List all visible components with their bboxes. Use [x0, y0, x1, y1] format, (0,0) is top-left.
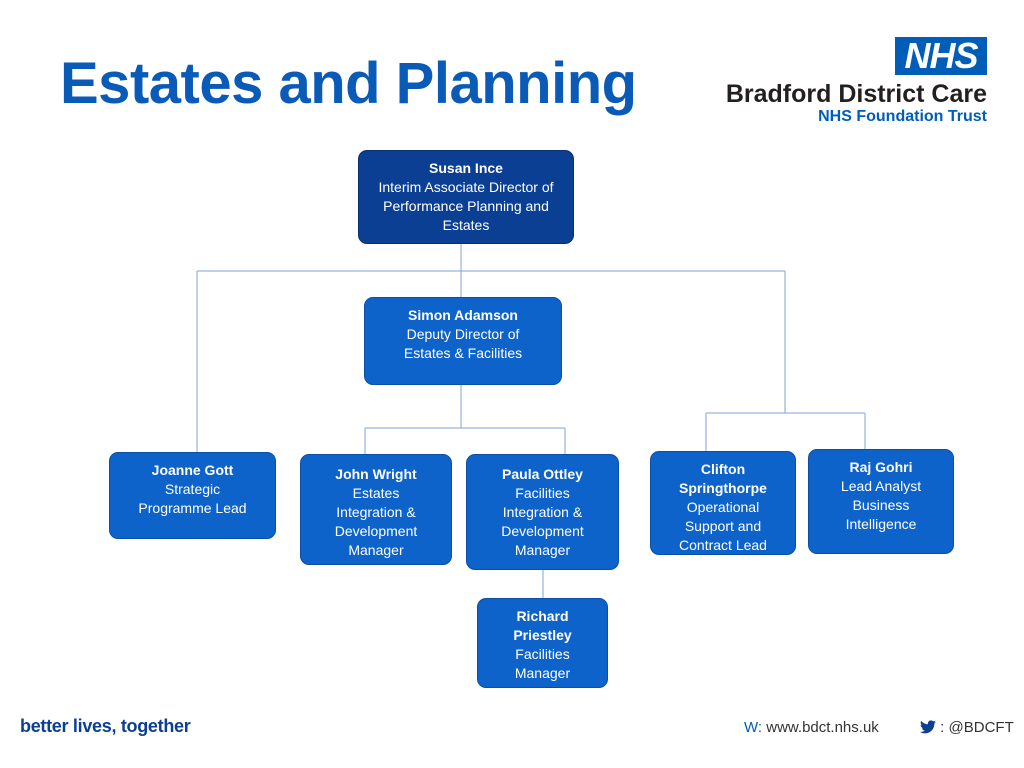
node-role: Interim Associate Director of Performanc… — [378, 179, 554, 233]
website-link[interactable]: www.bdct.nhs.uk — [766, 719, 879, 736]
node-role: Strategic Programme Lead — [138, 481, 247, 516]
org-node-joanne-gott: Joanne Gott Strategic Programme Lead — [109, 452, 276, 539]
organisation-subtitle: NHS Foundation Trust — [818, 108, 987, 125]
node-role: Facilities Manager — [514, 646, 571, 681]
org-node-raj-gohri: Raj Gohri Lead Analyst Business Intellig… — [808, 449, 954, 554]
org-node-clifton-springthorpe: Clifton Springthorpe Operational Support… — [650, 451, 796, 555]
node-name: Paula Ottley — [502, 466, 583, 482]
footer-website: W: www.bdct.nhs.uk — [744, 719, 879, 736]
page-title: Estates and Planning — [60, 51, 637, 116]
node-name: Simon Adamson — [408, 307, 518, 323]
footer-twitter: : @BDCFT — [920, 719, 1014, 738]
node-role: Facilities Integration & Development Man… — [501, 485, 584, 558]
org-node-paula-ottley: Paula Ottley Facilities Integration & De… — [466, 454, 619, 570]
nhs-badge: NHS — [895, 37, 987, 75]
node-name: Susan Ince — [429, 160, 503, 176]
node-role: Estates Integration & Development Manage… — [334, 485, 418, 558]
footer-tagline: better lives, together — [20, 716, 191, 736]
org-node-susan-ince: Susan Ince Interim Associate Director of… — [358, 150, 574, 244]
org-node-simon-adamson: Simon Adamson Deputy Director of Estates… — [364, 297, 562, 385]
node-name: Clifton Springthorpe — [679, 461, 767, 496]
web-prefix: W: — [744, 719, 763, 736]
node-role: Operational Support and Contract Lead — [679, 499, 767, 553]
node-name: Richard Priestley — [513, 608, 572, 643]
organisation-name: Bradford District Care — [725, 80, 987, 108]
node-name: Raj Gohri — [849, 459, 913, 475]
twitter-bird-icon — [920, 720, 936, 738]
twitter-handle[interactable]: : @BDCFT — [940, 719, 1014, 736]
node-name: John Wright — [335, 466, 417, 482]
node-role: Lead Analyst Business Intelligence — [840, 478, 922, 532]
org-node-richard-priestley: Richard Priestley Facilities Manager — [477, 598, 608, 688]
node-role: Deputy Director of Estates & Facilities — [403, 326, 523, 361]
node-name: Joanne Gott — [151, 462, 234, 478]
org-node-john-wright: John Wright Estates Integration & Develo… — [300, 454, 452, 565]
